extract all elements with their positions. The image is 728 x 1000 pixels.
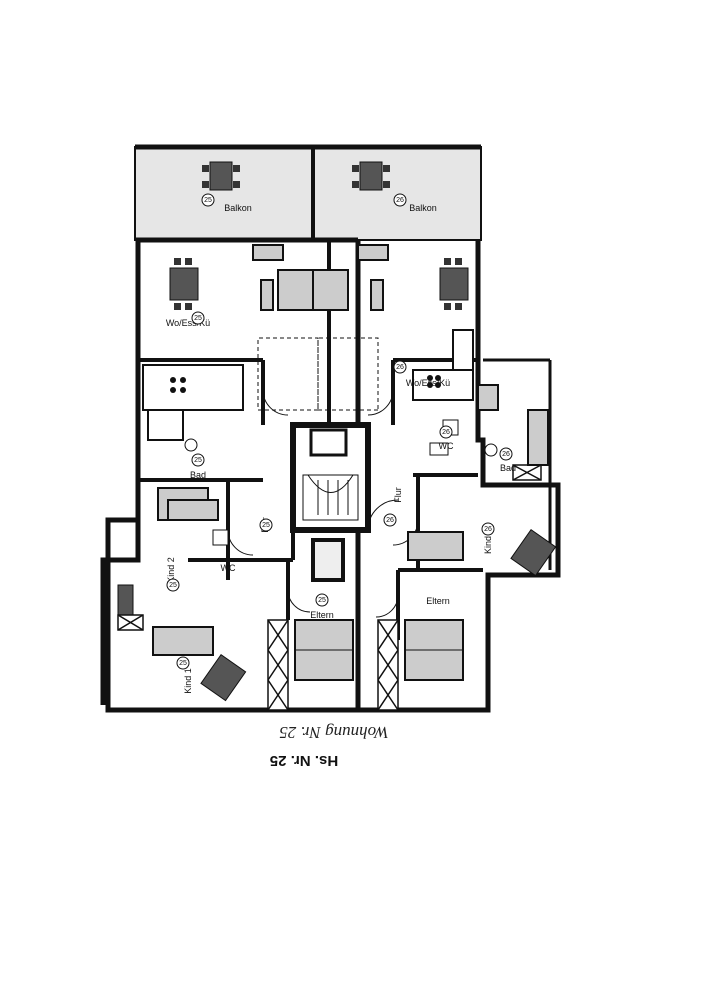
- living-furniture: [169, 244, 469, 411]
- label-wohnessku-26: Wo/Ess/Kü: [406, 378, 450, 388]
- marker-wohnessku-25: 25: [194, 315, 202, 322]
- label-wc-25: WC: [221, 563, 236, 573]
- label-kind2-25: Kind 2: [166, 557, 176, 583]
- marker-balkon-25: 25: [204, 197, 212, 204]
- label-bad-25: Bad: [190, 470, 206, 480]
- haus-caption-text: Hs. Nr. 25: [269, 752, 339, 769]
- label-kind1-25: Kind 1: [183, 668, 193, 694]
- unit-number-markers: 25 26 25 26 25 26 26 25 26 25 25 25 26: [166, 193, 513, 670]
- marker-flur-26: 26: [386, 517, 394, 524]
- marker-bad-25: 25: [194, 457, 202, 464]
- marker-flur-25: 25: [262, 522, 270, 529]
- marker-bad-26: 26: [502, 451, 510, 458]
- marker-eltern-25: 25: [318, 597, 326, 604]
- marker-kind2-25: 25: [169, 582, 177, 589]
- kitchen-counters: [142, 329, 474, 441]
- marker-wohnessku-26: 26: [396, 364, 404, 371]
- marker-wc-26: 26: [442, 429, 450, 436]
- beds: [117, 487, 557, 702]
- wardrobes: [117, 464, 542, 711]
- wohnung-caption: Wohnung Nr. 25: [0, 722, 698, 742]
- plan-rotated-group: Balkon Balkon Wo/Ess/Kü Wo/Ess/Kü Bad Ba…: [100, 144, 561, 713]
- bathrooms: [167, 384, 549, 546]
- label-wohnessku-25: Wo/Ess/Kü: [166, 318, 210, 328]
- exterior-walls: [100, 237, 561, 713]
- label-balkon-26: Balkon: [409, 203, 437, 213]
- room-labels: Balkon Balkon Wo/Ess/Kü Wo/Ess/Kü Bad Ba…: [166, 203, 516, 694]
- haus-caption: Hs. Nr. 25: [0, 752, 668, 769]
- balconies: [134, 144, 482, 241]
- label-kind-26: Kind: [483, 536, 493, 554]
- label-flur-26: Flur: [393, 487, 403, 503]
- label-eltern-26: Eltern: [426, 596, 450, 606]
- label-wc-26: WC: [439, 441, 454, 451]
- wohnung-caption-text: Wohnung Nr. 25: [279, 723, 389, 742]
- label-eltern-25: Eltern: [310, 610, 334, 620]
- marker-kind-26: 26: [484, 526, 492, 533]
- marker-kind1-25: 25: [179, 660, 187, 667]
- label-bad-26: Bad: [500, 463, 516, 473]
- marker-balkon-26: 26: [396, 197, 404, 204]
- label-balkon-25: Balkon: [224, 203, 252, 213]
